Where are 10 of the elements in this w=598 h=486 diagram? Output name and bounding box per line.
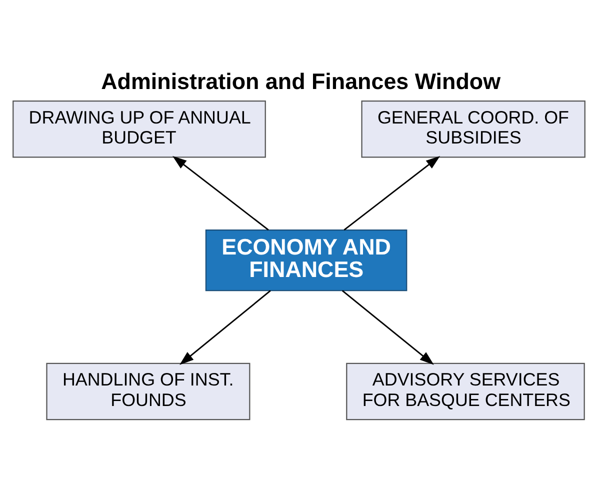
- diagram-title: Administration and Finances Window: [101, 68, 501, 94]
- node-box: DRAWING UP OF ANNUAL BUDGET: [12, 100, 266, 158]
- node-box: ECONOMY AND FINANCES: [205, 228, 408, 291]
- arrow: [342, 290, 434, 364]
- node-box: GENERAL COORD. OF SUBSIDIES: [361, 100, 586, 158]
- arrow: [180, 290, 271, 364]
- node-box: HANDLING OF INST. FOUNDS: [46, 362, 250, 420]
- arrow: [344, 155, 440, 230]
- node-box: ADVISORY SERVICES FOR BASQUE CENTERS: [346, 362, 585, 420]
- arrow: [172, 155, 269, 230]
